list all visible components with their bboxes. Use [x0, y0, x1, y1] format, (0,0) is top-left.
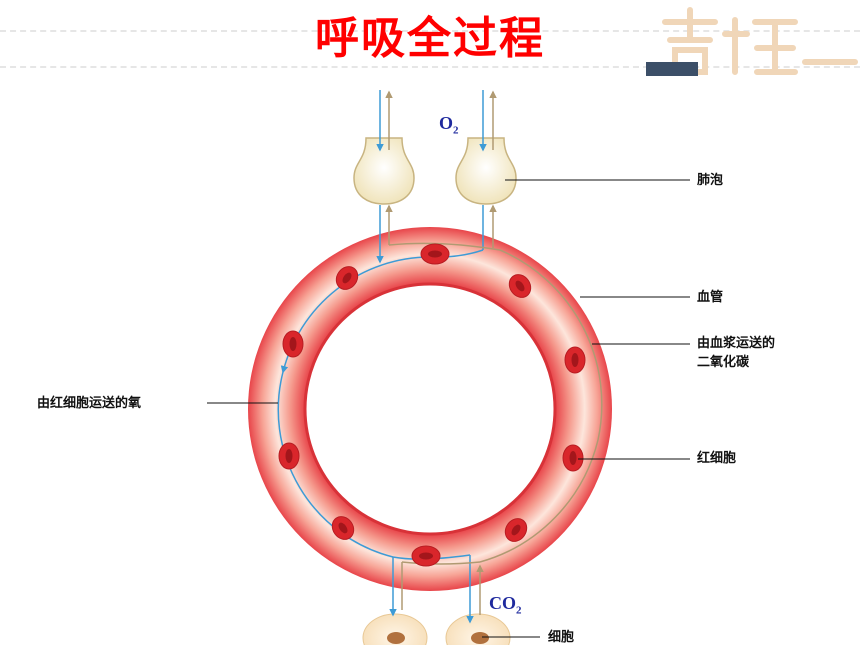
oxygen-rbc-label: 由红细胞运送的氧 [37, 396, 142, 411]
co2-flow-arrows [385, 90, 603, 615]
blood-vessel-ring [248, 227, 612, 591]
red-blood-cell [564, 346, 586, 374]
alveolus-right [455, 137, 517, 205]
page-title: 呼吸全过程 [315, 13, 545, 64]
logo-watermark [662, 7, 858, 75]
alveolus-left [353, 137, 415, 205]
co2-plasma-label-line2: 二氧化碳 [697, 355, 750, 370]
carbon-dioxide-label: CO2 [489, 593, 522, 617]
red-blood-cell [331, 516, 355, 540]
red-blood-cell-label: 红细胞 [697, 451, 737, 466]
alveolus-label: 肺泡 [697, 173, 724, 188]
red-blood-cell [335, 266, 359, 290]
logo-bar [646, 62, 698, 76]
red-blood-cell [504, 518, 528, 542]
red-blood-cell [420, 243, 450, 265]
red-blood-cell [278, 442, 300, 470]
oxygen-label: O2 [439, 113, 459, 137]
tissue-cell-right [445, 613, 511, 645]
red-blood-cell [282, 330, 304, 358]
red-blood-cells [278, 243, 586, 567]
co2-plasma-label-line1: 由血浆运送的 [697, 336, 776, 351]
background-dash-line [0, 30, 860, 32]
red-blood-cell [562, 444, 584, 472]
red-blood-cell [411, 545, 441, 567]
blood-vessel-label: 血管 [697, 290, 724, 305]
background-dash-line [0, 66, 860, 68]
red-blood-cell [508, 274, 532, 298]
cell-label: 细胞 [548, 630, 575, 645]
tissue-cell-left [362, 613, 428, 645]
label-leader-lines [207, 179, 690, 638]
